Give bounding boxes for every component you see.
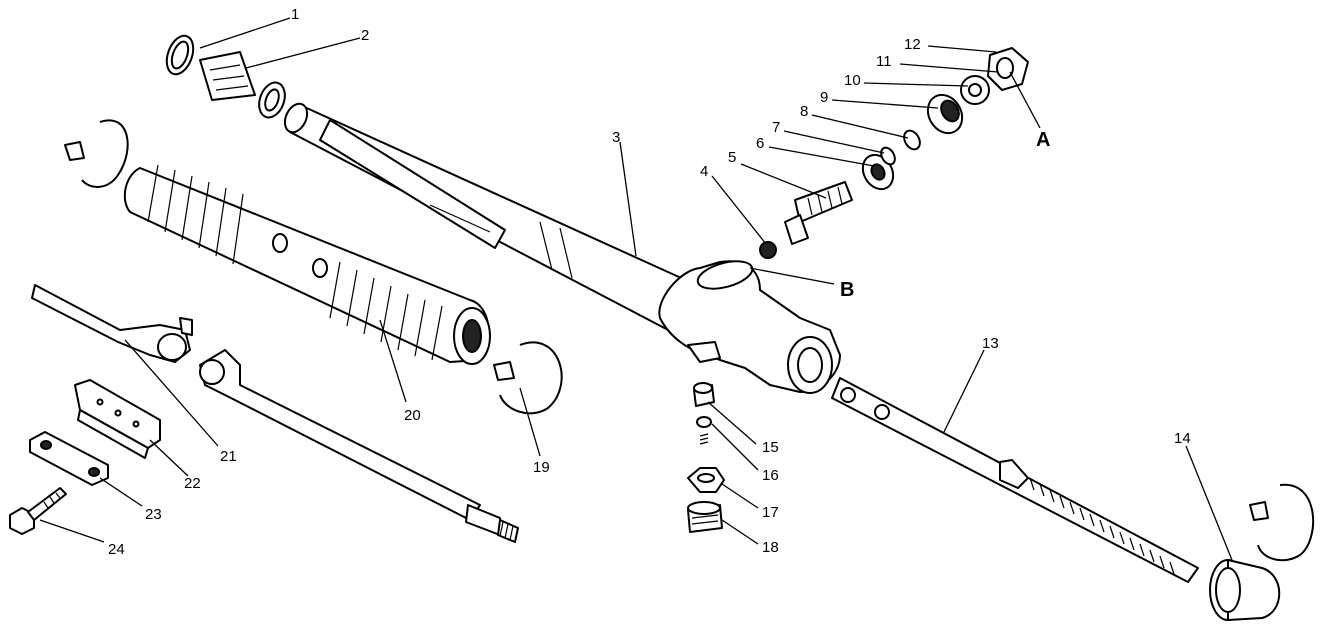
boot-clip-right bbox=[1249, 483, 1315, 562]
callout-13: 13 bbox=[982, 335, 999, 352]
view-label-a: A bbox=[1036, 129, 1050, 151]
boot-clip-19 bbox=[493, 341, 563, 415]
callout-21: 21 bbox=[220, 448, 237, 465]
callout-17: 17 bbox=[762, 504, 779, 521]
callout-20: 20 bbox=[404, 407, 421, 424]
callout-15: 15 bbox=[762, 439, 779, 456]
callout-4: 4 bbox=[700, 163, 708, 180]
rack-housing-tube bbox=[283, 102, 841, 394]
callout-16: 16 bbox=[762, 467, 779, 484]
callout-24: 24 bbox=[108, 541, 125, 558]
callout-6: 6 bbox=[756, 135, 764, 152]
callout-3: 3 bbox=[612, 129, 620, 146]
callout-7: 7 bbox=[772, 119, 780, 136]
callout-10: 10 bbox=[844, 72, 861, 89]
end-cap-14 bbox=[1209, 559, 1281, 621]
callout-9: 9 bbox=[820, 89, 828, 106]
callout-22: 22 bbox=[184, 475, 201, 492]
callout-19: 19 bbox=[533, 459, 550, 476]
callout-23: 23 bbox=[145, 506, 162, 523]
bush-2 bbox=[199, 51, 256, 101]
rack-bar-13 bbox=[831, 377, 1199, 583]
washer-near-bush bbox=[258, 81, 286, 119]
rubber-boot-20 bbox=[123, 164, 491, 365]
spring-16 bbox=[696, 416, 712, 445]
callout-2: 2 bbox=[361, 27, 369, 44]
plunger-15 bbox=[693, 382, 715, 407]
pinion-assembly bbox=[759, 47, 1029, 259]
leader-lines bbox=[39, 17, 1233, 561]
boot-clip-left bbox=[64, 119, 129, 188]
callout-18: 18 bbox=[762, 539, 779, 556]
view-label-b: B bbox=[840, 279, 854, 301]
clamp-plate-23 bbox=[29, 431, 109, 486]
adjuster-plug-18 bbox=[687, 501, 723, 533]
callout-8: 8 bbox=[800, 103, 808, 120]
cover-plate-17 bbox=[687, 467, 725, 493]
callout-14: 14 bbox=[1174, 430, 1191, 447]
tie-rod-21 bbox=[31, 284, 193, 363]
track-rod bbox=[199, 349, 519, 543]
mounting-bracket-22 bbox=[74, 379, 161, 459]
circlip-1 bbox=[165, 34, 195, 76]
callout-5: 5 bbox=[728, 149, 736, 166]
bolt-24 bbox=[9, 487, 67, 535]
callout-11: 11 bbox=[876, 53, 892, 70]
callout-labels: 1 2 3 4 5 6 7 8 9 10 11 12 13 14 15 16 1… bbox=[108, 6, 1191, 558]
callout-12: 12 bbox=[904, 36, 921, 53]
callout-1: 1 bbox=[291, 6, 299, 23]
